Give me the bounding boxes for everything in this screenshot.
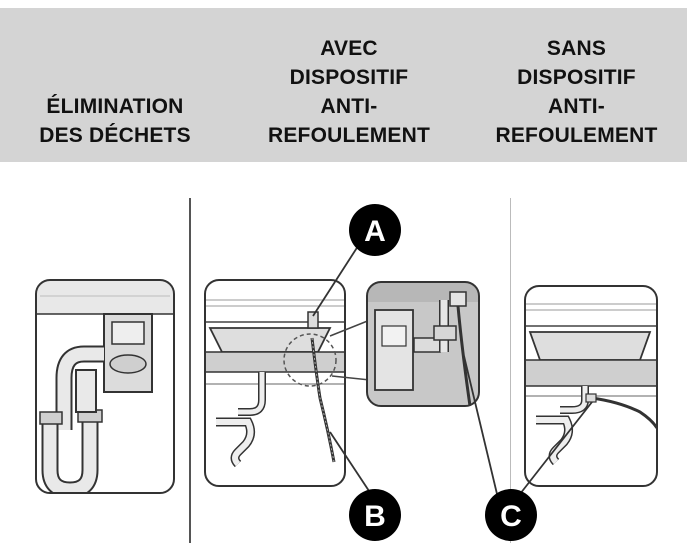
leader-line-b xyxy=(329,431,374,498)
header-band xyxy=(0,8,687,162)
header-line: SANS xyxy=(546,37,607,60)
callout-b-label: B xyxy=(364,500,386,533)
waste-disposal-panel xyxy=(36,280,174,493)
header-line: ÉLIMINATION xyxy=(46,95,184,118)
header-line: ANTI- xyxy=(320,95,378,118)
header-column-with-anti-siphon: AVEC DISPOSITIF ANTI- REFOULEMENT xyxy=(235,8,463,162)
callout-c-label: C xyxy=(500,500,522,533)
header-line: REFOULEMENT xyxy=(495,124,658,147)
column-divider xyxy=(189,198,191,543)
header-line: DES DÉCHETS xyxy=(39,124,191,147)
column-divider xyxy=(510,198,511,543)
callout-a-label: A xyxy=(364,215,386,248)
header-line: AVEC xyxy=(320,37,378,60)
header-column-waste-disposal: ÉLIMINATION DES DÉCHETS xyxy=(0,8,230,162)
leader-line-c1 xyxy=(463,355,498,495)
leader-line-c2 xyxy=(519,401,593,495)
with-anti-siphon-panel xyxy=(205,280,345,486)
header-line: REFOULEMENT xyxy=(267,124,431,147)
header-line: ANTI- xyxy=(548,95,605,118)
header-line: DISPOSITIF xyxy=(517,66,636,89)
leader-line-a xyxy=(312,242,361,317)
without-anti-siphon-panel xyxy=(525,286,657,486)
header-column-without-anti-siphon: SANS DISPOSITIF ANTI- REFOULEMENT xyxy=(466,8,687,162)
callout-c: C xyxy=(485,489,537,541)
header-line: DISPOSITIF xyxy=(289,66,409,89)
anti-siphon-zoom-inset xyxy=(367,282,479,406)
callout-a: A xyxy=(349,204,401,256)
callout-b: B xyxy=(349,489,401,541)
